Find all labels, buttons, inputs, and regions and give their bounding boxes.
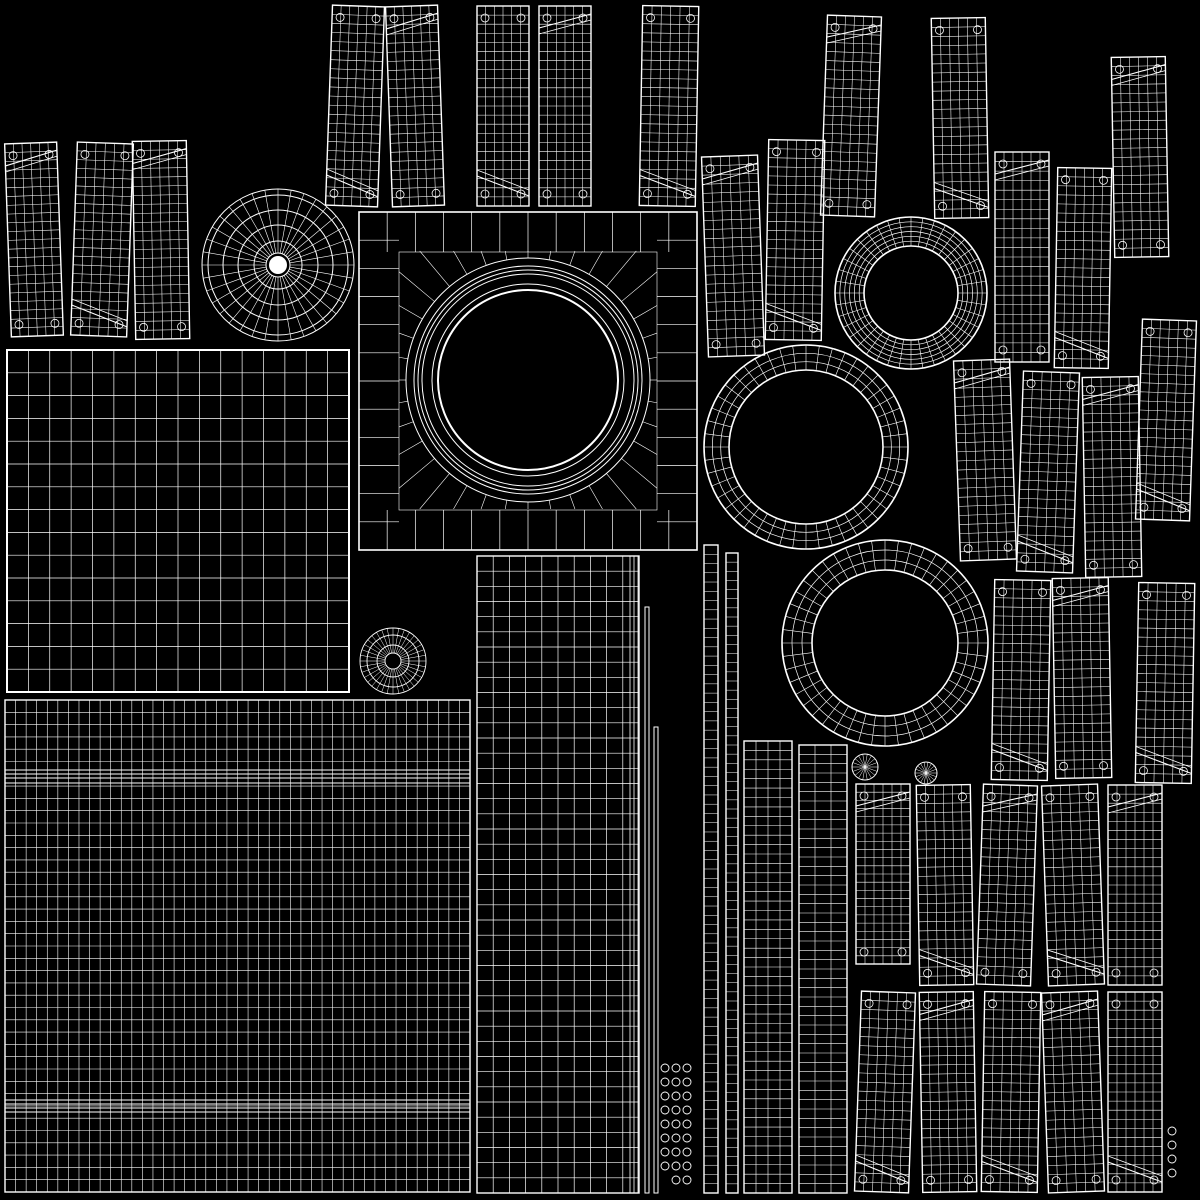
uv-strip-b bbox=[725, 552, 739, 1194]
uv-strap-patch bbox=[855, 783, 911, 965]
uv-strap-patch bbox=[1107, 991, 1163, 1193]
uv-strap-patch bbox=[952, 358, 1018, 562]
uv-strap-patch bbox=[1015, 370, 1081, 574]
uv-strap-patch bbox=[324, 4, 386, 208]
uv-strap-patch bbox=[1051, 576, 1113, 780]
uv-strap-patch bbox=[538, 5, 592, 207]
uv-thin-strips bbox=[644, 606, 659, 1194]
uv-strap-patch bbox=[638, 4, 700, 208]
uv-strap-patch bbox=[384, 4, 446, 208]
uv-strap-patch bbox=[1134, 318, 1198, 522]
uv-strap-patch bbox=[1040, 990, 1106, 1194]
uv-strap-patch bbox=[990, 578, 1052, 782]
uv-strap-patch bbox=[476, 5, 530, 207]
uv-island-tall-grid-edges bbox=[629, 556, 639, 1193]
uv-strap-patch bbox=[69, 141, 135, 338]
uv-strip-d bbox=[798, 744, 848, 1194]
uv-disc-spoked-small bbox=[359, 627, 427, 695]
uv-strap-patch bbox=[975, 783, 1039, 987]
uv-strap-patch bbox=[994, 151, 1050, 363]
uv-strap-patch bbox=[700, 154, 766, 358]
uv-ring-upper-right bbox=[834, 216, 988, 370]
uv-ring-lower bbox=[781, 539, 989, 747]
uv-strap-patch bbox=[915, 783, 975, 987]
uv-strap-patch bbox=[3, 141, 65, 338]
uv-strap-patch bbox=[764, 138, 826, 342]
uv-strap-patch bbox=[930, 16, 990, 220]
uv-island-large-grid bbox=[6, 349, 350, 693]
uv-strap-patch bbox=[1081, 375, 1143, 579]
uv-strap-patch bbox=[980, 990, 1042, 1194]
uv-disc-spoked-large bbox=[201, 188, 355, 342]
uv-strap-patch bbox=[1134, 581, 1196, 785]
uv-strap-patch bbox=[1040, 783, 1106, 987]
uv-strap-patch bbox=[1053, 166, 1113, 370]
uv-strap-patch bbox=[918, 990, 978, 1194]
uv-island-lower-left-grid bbox=[4, 699, 471, 1193]
uv-strip-a bbox=[703, 544, 719, 1194]
uv-strap-patch bbox=[819, 14, 883, 218]
uv-strap-patch bbox=[1110, 55, 1170, 259]
uv-strip-c bbox=[743, 740, 793, 1194]
uv-strap-patch bbox=[853, 990, 917, 1194]
uv-island-tall-grid bbox=[476, 555, 640, 1194]
uv-strap-patch bbox=[131, 139, 191, 341]
uv-ring-middle bbox=[703, 344, 909, 550]
uv-island-center-ring-square bbox=[358, 211, 698, 551]
uv-tiny-discs bbox=[660, 753, 1177, 1185]
uv-strap-patch bbox=[1107, 784, 1163, 986]
